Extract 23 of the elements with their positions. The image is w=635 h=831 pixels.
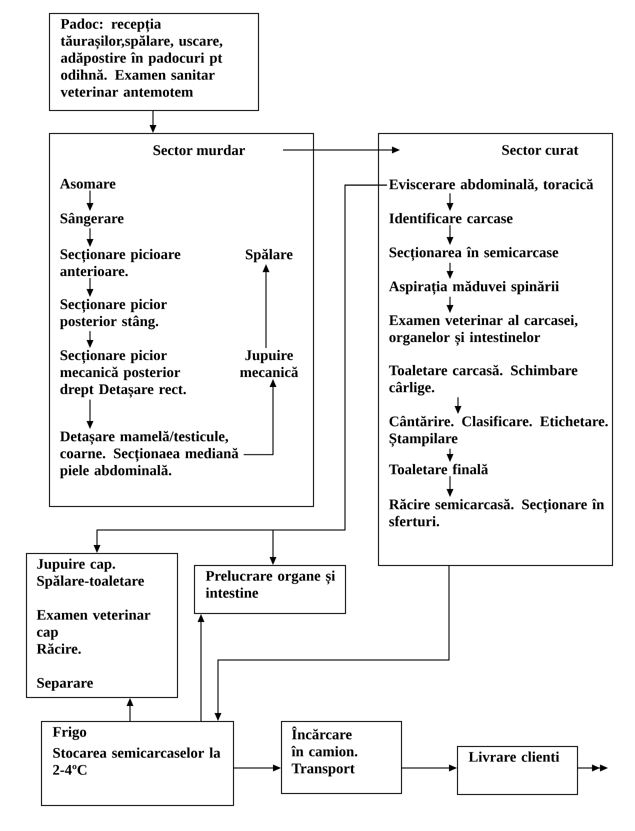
step-label: Secționare picioare anterioare. [60,248,180,276]
step-label: Asomare [60,178,116,189]
step-label: Răcire semicarcasă. Secționare în sferturi. [389,498,604,526]
step-label: Secționare picior mecanică posterior drept Detașare rect. [60,350,186,398]
step-label: Spălare [246,248,293,262]
step-label: Toaletare finală [389,464,488,474]
step-label: Aspirația măduvei spinării [388,280,559,295]
step-label: Identificare carcase [389,212,513,224]
step-label: Jupuire mecanică [240,350,298,378]
step-label: Toaletare carcasă. Schimbare cârlige. [389,364,578,396]
process-box: Padoc: recepția tăurașilor,spălare, uscare, adăpostire în padocuri pt odihnă. Examen sanitar veterinar antemotem [49,13,259,111]
step-label: Detașare mamelă/testicule, coarne. Secționaea mediană piele abdominală. [60,430,238,478]
process-box: Livrare clienti [457,746,578,795]
step-label: Secționarea în semicarcase [390,246,558,261]
step-label: Cântărire. Clasificare. Etichetare. Ștampilare [390,416,608,447]
process-box: Frigo Stocarea semicarcaselor la 2-4ºC [41,721,234,806]
step-label: Sângerare [60,212,124,226]
process-box: Încărcare în camion. Transport [281,721,402,794]
step-label: Eviscerare abdominală, toracică [389,178,594,192]
step-label: Examen veterinar al carcasei, organelor și intestinelor [389,314,578,346]
process-box: Prelucrare organe și intestine [194,565,346,614]
step-label: Secționare picior posterior stâng. [60,298,167,330]
process-box: Jupuire cap. Spălare-toaletare Examen veterinar cap Răcire. Separare [26,553,178,698]
